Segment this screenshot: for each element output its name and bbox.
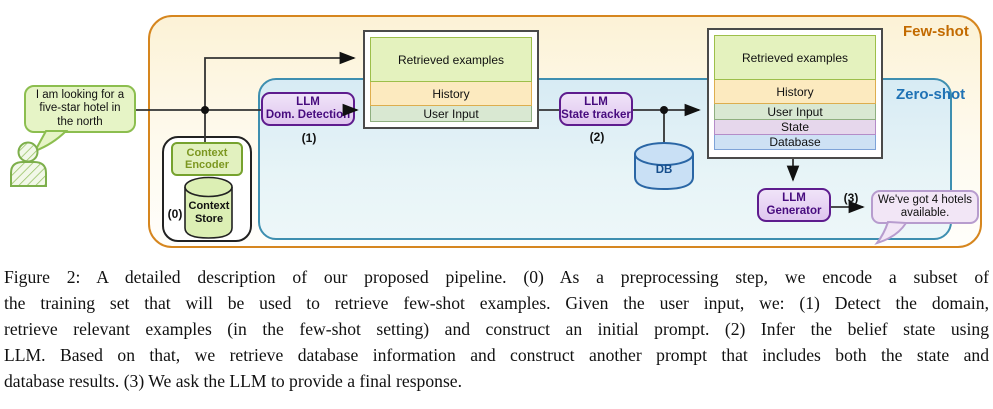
- db-label: DB: [655, 164, 673, 176]
- prompt-box-zeroshot: Retrieved examples History User Input St…: [707, 28, 883, 159]
- system-response-bubble: We've got 4 hotels available.: [871, 190, 979, 224]
- zero-shot-label: Zero-shot: [896, 86, 966, 103]
- llm-state-tracker-box: LLM State tracker: [559, 92, 633, 126]
- prompt2-row-retrieved-examples: Retrieved examples: [714, 35, 876, 80]
- few-shot-label: Few-shot: [903, 23, 969, 40]
- prompt1-row-retrieved-examples: Retrieved examples: [370, 37, 532, 82]
- user-speech-bubble: I am looking for a five-star hotel in th…: [24, 85, 136, 133]
- context-encoder-box: Context Encoder: [171, 142, 243, 176]
- user-bubble-tail: [32, 130, 69, 153]
- prompt2-row-user-input: User Input: [714, 104, 876, 120]
- caption-line: Figure 2: A detailed description of our …: [4, 267, 989, 287]
- step-0-label: (0): [167, 207, 183, 221]
- prompt1-row-history: History: [370, 82, 532, 106]
- user-person-icon: [10, 141, 47, 187]
- step-1-label: (1): [301, 131, 317, 145]
- context-store-label: Context Store: [188, 200, 230, 225]
- caption-line: the training set that will be used to re…: [4, 293, 989, 313]
- prompt2-row-history: History: [714, 80, 876, 104]
- prompt-box-fewshot: Retrieved examples History User Input: [363, 30, 539, 129]
- figure-caption: Figure 2: A detailed description of our …: [4, 264, 989, 394]
- llm-generator-box: LLM Generator: [757, 188, 831, 222]
- step-2-label: (2): [589, 130, 605, 144]
- prompt2-row-database: Database: [714, 135, 876, 150]
- prompt1-row-user-input: User Input: [370, 106, 532, 122]
- llm-domain-detection-box: LLM Dom. Detection: [261, 92, 355, 126]
- caption-line: database results. (3) We ask the LLM to …: [4, 371, 463, 391]
- step-3-label: (3): [843, 191, 859, 205]
- caption-line: retrieve relevant examples (in the few-s…: [4, 319, 989, 339]
- caption-line: LLM. Based on that, we retrieve database…: [4, 345, 989, 365]
- prompt2-row-state: State: [714, 120, 876, 135]
